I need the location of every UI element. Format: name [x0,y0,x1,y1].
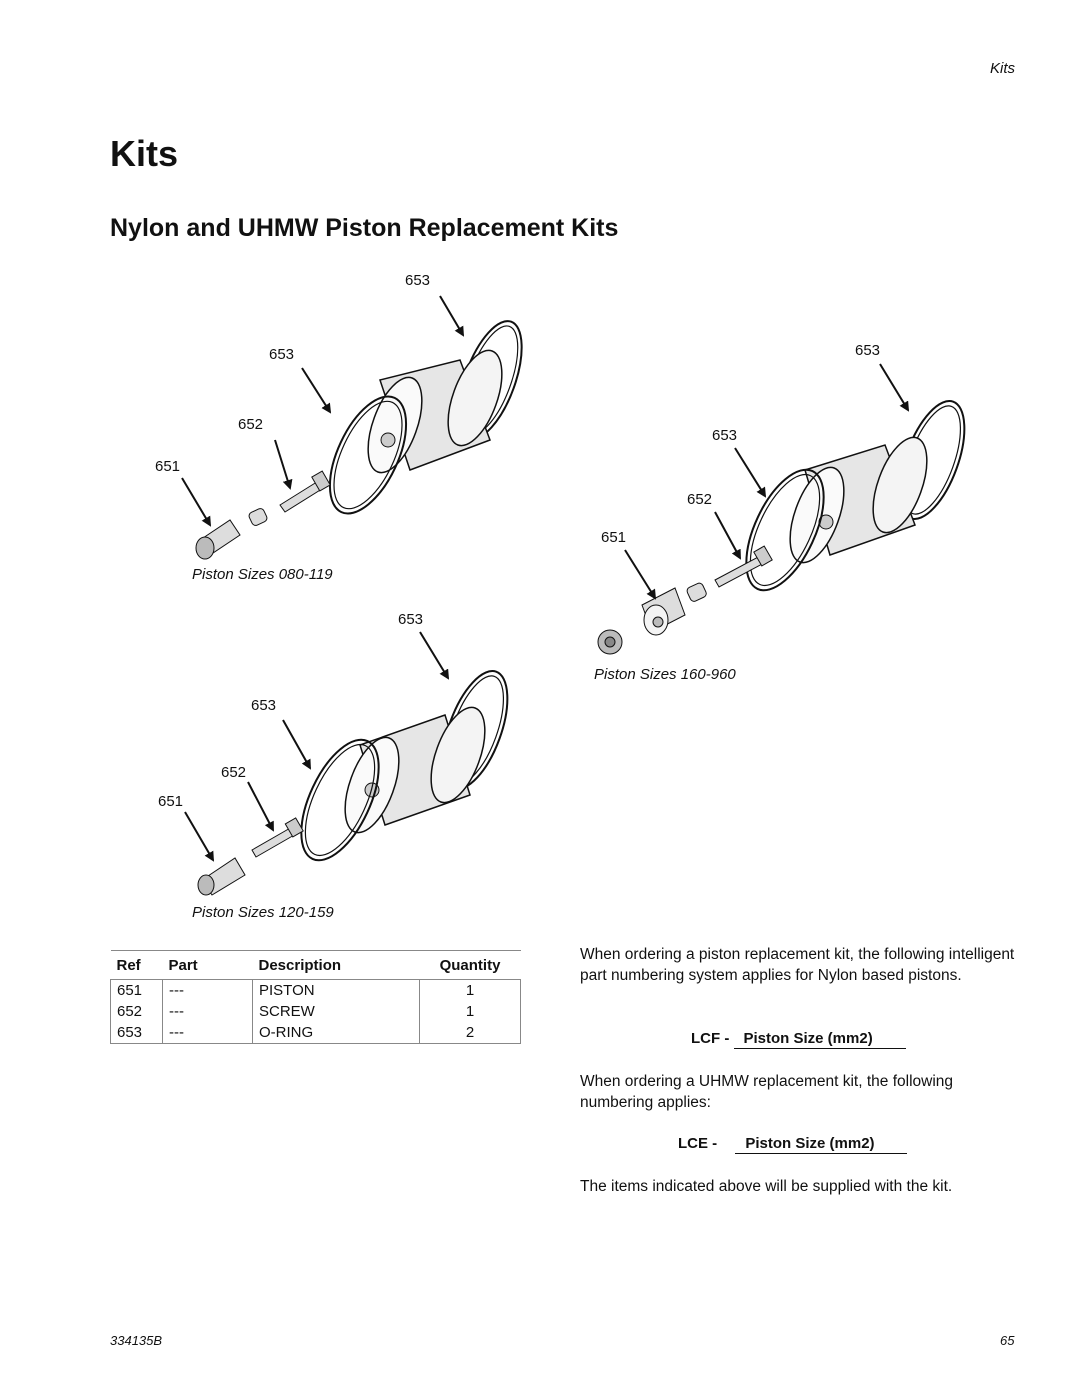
cell-ref: 651 [110,979,163,1001]
lcf-size-field: Piston Size (mm2) [733,1030,906,1049]
section-title: Nylon and UHMW Piston Replacement Kits [110,214,619,242]
page-title: Kits [110,133,179,174]
table-row: 651 --- PISTON 1 [110,979,521,1001]
cell-quantity: 1 [419,1001,521,1022]
lce-size-field: Piston Size (mm2) [735,1135,908,1154]
callout-652: 652 [238,416,264,433]
col-ref: Ref [110,950,163,980]
lce-part-number: LCE - Piston Size (mm2) [678,1135,908,1154]
doc-number: 334135B [110,1333,163,1348]
kit-supplied-note: The items indicated above will be suppli… [580,1178,953,1195]
cell-part: --- [162,1001,253,1022]
uhmw-ordering-paragraph: When ordering a UHMW replacement kit, th… [580,1073,954,1111]
callout-653-mid: 653 [251,697,277,714]
piston-120-159-diagram [184,631,509,896]
callout-651: 651 [601,529,627,546]
caption-120-159: Piston Sizes 120-159 [192,904,334,921]
caption-080-119: Piston Sizes 080-119 [192,566,333,583]
callout-653-mid: 653 [712,427,738,444]
cell-part: --- [162,1022,253,1044]
caption-160-960: Piston Sizes 160-960 [594,666,736,683]
piston-080-119-diagram [181,295,523,560]
piston-body [789,436,928,564]
piston-cap [641,587,686,636]
callout-653-top: 653 [398,611,424,628]
oring-inner [328,395,408,515]
nut-part [686,582,707,602]
piston-nut [597,629,623,655]
piston-body [367,349,503,474]
cell-description: SCREW [252,1001,420,1022]
callout-652: 652 [687,491,713,508]
cell-description: O-RING [252,1022,420,1044]
lce-prefix: LCE - [678,1135,718,1152]
col-part: Part [162,950,253,980]
lcf-prefix: LCF - [691,1030,730,1047]
cell-quantity: 1 [419,979,521,1001]
screw-part [251,817,304,858]
callout-651: 651 [155,458,181,475]
col-description: Description [252,950,420,980]
parts-table: Ref Part Description Quantity 651 --- PI… [110,950,521,1044]
table-row: 653 --- O-RING 2 [110,1022,521,1044]
piston-body [344,706,486,834]
piston-cap [197,857,246,896]
cell-description: PISTON [252,979,420,1001]
table-header-row: Ref Part Description Quantity [110,950,521,980]
piston-cap [195,519,241,560]
col-quantity: Quantity [419,950,521,980]
screw-part [279,470,331,513]
nylon-ordering-paragraph: When ordering a piston replacement kit, … [580,946,1015,984]
oring-inner [745,468,825,592]
nut-part [248,508,268,526]
page-number: 65 [1000,1333,1015,1348]
screw-part [714,545,773,588]
cell-part: --- [162,979,253,1001]
cell-quantity: 2 [419,1022,521,1044]
callout-653-mid: 653 [269,346,295,363]
running-header: Kits [990,60,1016,77]
lcf-part-number: LCF - Piston Size (mm2) [691,1030,906,1049]
oring-inner [300,738,380,862]
callout-651: 651 [158,793,184,810]
piston-160-960-diagram [597,363,966,655]
callout-652: 652 [221,764,247,781]
callout-653-top: 653 [405,272,431,289]
cell-ref: 652 [110,1001,163,1022]
callout-653-top: 653 [855,342,881,359]
cell-ref: 653 [110,1022,163,1044]
table-row: 652 --- SCREW 1 [110,1001,521,1022]
